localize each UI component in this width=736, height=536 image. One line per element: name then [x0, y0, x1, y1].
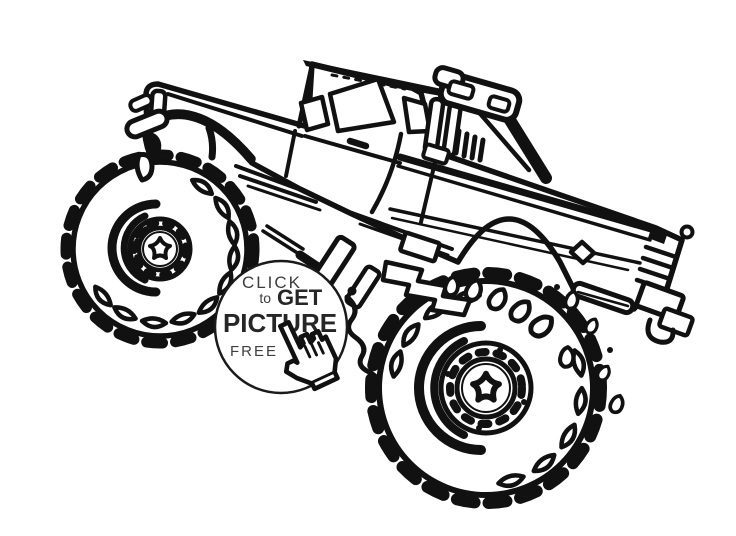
beltline	[303, 134, 402, 165]
truck-body	[124, 60, 695, 345]
rocker-bar-1	[234, 164, 314, 196]
bed-rail-inner	[396, 164, 652, 242]
steering-link-1	[261, 229, 301, 256]
front-tow-hook	[134, 152, 155, 183]
door-window	[327, 76, 397, 134]
front-hub-star	[148, 236, 172, 260]
tow-hook	[645, 317, 676, 345]
rear-hub-star	[470, 370, 502, 403]
front-bumper	[124, 108, 170, 140]
rear-hub	[414, 321, 534, 455]
mud-wave	[344, 294, 382, 392]
a-pillar	[296, 63, 315, 129]
tail-ring	[679, 224, 695, 240]
rail-ticks	[558, 200, 602, 218]
light-lens-2	[486, 94, 512, 114]
bed-crease	[388, 207, 642, 265]
get-picture-badge[interactable]: CLICK to GET PICTURE FREE	[213, 259, 349, 397]
light-lens-1	[446, 79, 476, 101]
bed-crease-2	[390, 216, 630, 272]
marker-light	[128, 93, 154, 113]
frame-box	[398, 230, 442, 264]
front-tire-ribs	[93, 177, 241, 330]
badge-line-get: GET	[277, 285, 323, 310]
roof-visor	[303, 60, 480, 101]
rear-tire-knobs	[365, 267, 607, 509]
side-skirt-line	[576, 290, 630, 308]
badge-line-click: CLICK	[242, 273, 302, 292]
front-tire-knobs	[60, 149, 260, 349]
exhaust-stacks	[453, 128, 486, 163]
bed-rail	[396, 153, 662, 235]
front-hub	[107, 199, 193, 297]
mud-drops	[443, 274, 625, 415]
rocker-bar-3	[246, 184, 322, 212]
bed-diamond	[568, 239, 597, 266]
badge-line-to: to	[259, 290, 271, 306]
steering-link-2	[265, 224, 305, 251]
roll-bar	[421, 65, 552, 184]
rear-bumper-box-2	[657, 306, 695, 338]
badge-line-free: FREE	[230, 343, 278, 360]
front-wheel	[60, 149, 260, 349]
rail-end-cap	[648, 226, 668, 244]
transfer-case	[380, 259, 473, 318]
hand-cursor-icon[interactable]	[268, 311, 344, 397]
hood-crease	[166, 92, 304, 138]
rocker-bar-2	[238, 174, 318, 204]
door-shut-line	[284, 129, 297, 178]
door-handle	[346, 137, 370, 150]
bed-front-edge	[419, 156, 438, 224]
fender-gap-tick	[205, 124, 217, 161]
roll-bar-brace-thin	[474, 107, 532, 173]
b-pillar-line	[369, 131, 404, 215]
ball-joint	[347, 286, 357, 296]
vent-window	[298, 94, 331, 133]
bumper-bracket	[142, 131, 162, 164]
